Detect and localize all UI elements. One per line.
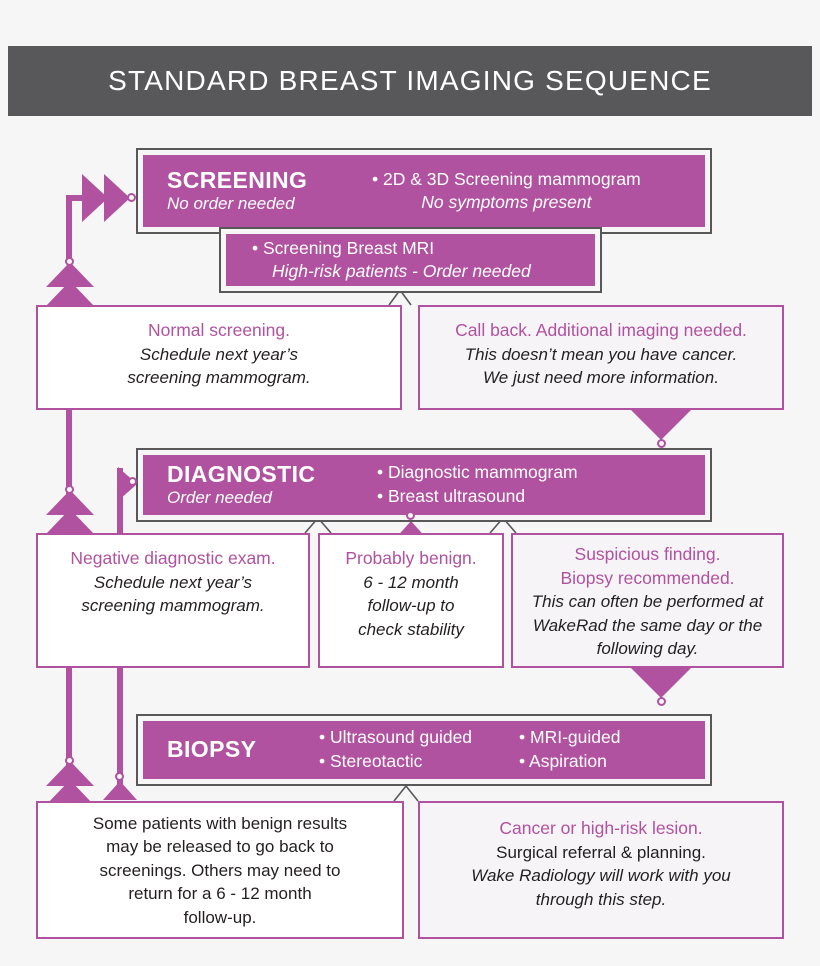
outcome-suspicious-head-0: Suspicious finding. (574, 544, 721, 564)
stage-screening-secondary-box: • Screening Breast MRI High-risk patient… (219, 227, 602, 293)
stage-screening-inner: SCREENING No order needed • 2D & 3D Scre… (143, 155, 705, 227)
page-title: STANDARD BREAST IMAGING SEQUENCE (108, 65, 712, 96)
outcome-probably-benign-line-2: check stability (358, 619, 464, 639)
line-left-rail-upper (66, 410, 72, 528)
arrow-right-to-screening-outer (82, 174, 108, 222)
stage-diagnostic-item-1: • Breast ultrasound (377, 486, 526, 506)
outcome-cancer-high-risk: Cancer or high-risk lesion. Surgical ref… (418, 801, 784, 939)
outcome-benign-results-line-4: follow-up. (183, 907, 257, 927)
connector-knob-diagnostic-entry-top (657, 439, 666, 448)
stage-diagnostic-title-group: DIAGNOSTIC Order needed (167, 460, 377, 508)
line-screening-loop-horizontal (66, 195, 94, 201)
outcome-benign-results-line-0: Some patients with benign results (92, 814, 348, 833)
outcome-negative-diagnostic-line-0: Schedule next year’s (93, 572, 253, 592)
outcome-probably-benign: Probably benign. 6 - 12 month follow-up … (318, 533, 504, 668)
line-screening-loop-vertical (66, 195, 72, 261)
arrow-up-to-screening-loop-inner (46, 262, 94, 287)
arrow-right-to-diagnostic (118, 467, 137, 501)
outcome-suspicious-line-1: WakeRad the same day or the (532, 615, 763, 635)
outcome-suspicious-head-1: Biopsy recommended. (560, 567, 735, 588)
stage-screening-title-group: SCREENING No order needed (167, 166, 372, 214)
stage-screening-item-0-note: No symptoms present (421, 192, 592, 213)
stage-diagnostic-inner: DIAGNOSTIC Order needed • Diagnostic mam… (143, 455, 705, 515)
stage-screening-secondary-bullet: • Screening Breast MRI (252, 237, 435, 258)
outcome-benign-results-line-1: may be released to go back to (106, 837, 334, 857)
stage-biopsy-inner: BIOPSY • Ultrasound guided • Stereotacti… (143, 721, 705, 779)
stage-diagnostic-sub: Order needed (167, 487, 272, 507)
stage-diagnostic-item-0: • Diagnostic mammogram (377, 462, 578, 483)
outcome-negative-diagnostic-line-1: screening mammogram. (81, 596, 265, 616)
stage-biopsy-name: BIOPSY (167, 736, 257, 763)
outcome-probably-benign-line-0: 6 - 12 month (363, 572, 459, 592)
outcome-cancer-line-upright: Surgical referral & planning. (496, 842, 706, 862)
stage-diagnostic-box: DIAGNOSTIC Order needed • Diagnostic mam… (136, 448, 712, 522)
stage-screening-secondary-inner: • Screening Breast MRI High-risk patient… (226, 234, 595, 286)
stage-biopsy-items-col1: • Ultrasound guided • Stereotactic (319, 726, 519, 773)
connector-knob-left-rail-lower (65, 756, 74, 765)
connector-knob-screening-entry (127, 193, 136, 202)
connector-knob-diagnostic-entry-left (128, 477, 137, 486)
outcome-probably-benign-head: Probably benign. (345, 548, 477, 568)
stage-diagnostic-items: • Diagnostic mammogram • Breast ultrasou… (377, 461, 578, 508)
outcome-negative-diagnostic-head: Negative diagnostic exam. (70, 548, 276, 568)
outcome-benign-results: Some patients with benign results may be… (36, 801, 404, 939)
stage-biopsy-item-0: • Ultrasound guided (319, 727, 473, 748)
arrow-up-left-rail-inner (46, 490, 94, 515)
outcome-suspicious-finding: Suspicious finding. Biopsy recommended. … (511, 533, 784, 668)
outcome-normal-screening-head: Normal screening. (148, 320, 290, 340)
stage-biopsy-box: BIOPSY • Ultrasound guided • Stereotacti… (136, 714, 712, 786)
outcome-cancer-line-1: through this step. (535, 889, 667, 909)
stage-biopsy-title-group: BIOPSY (167, 736, 319, 763)
outcome-normal-screening-line-1: screening mammogram. (127, 368, 311, 388)
connector-knob-biopsy-entry-top (657, 697, 666, 706)
arrow-down-to-diagnostic (631, 410, 691, 440)
line-left-rail-lower (66, 668, 72, 782)
line-second-rail (117, 668, 123, 788)
outcome-suspicious-line-2: following day. (596, 639, 699, 659)
outcome-benign-results-line-3: return for a 6 - 12 month (128, 884, 312, 904)
stage-screening-name: SCREENING (167, 166, 308, 193)
stage-biopsy-item-3: • Aspiration (519, 751, 607, 771)
outcome-benign-results-line-2: screenings. Others may need to (99, 860, 341, 880)
outcome-negative-diagnostic: Negative diagnostic exam. Schedule next … (36, 533, 310, 668)
outcome-call-back-head: Call back. Additional imaging needed. (455, 320, 747, 340)
arrow-up-bottom-left-inner (46, 761, 94, 786)
stage-screening-item-0: • 2D & 3D Screening mammogram (372, 168, 641, 189)
arrow-right-to-screening-inner (104, 174, 130, 222)
stage-screening-sub: No order needed (167, 193, 295, 213)
outcome-suspicious-line-0: This can often be performed at (531, 592, 764, 612)
page-title-banner: STANDARD BREAST IMAGING SEQUENCE (8, 46, 812, 116)
stage-biopsy-item-2: • MRI-guided (519, 727, 621, 748)
outcome-normal-screening-line-0: Schedule next year’s (139, 344, 299, 364)
outcome-cancer-line-0: Wake Radiology will work with you (471, 866, 731, 886)
stage-biopsy-items-col2: • MRI-guided • Aspiration (519, 726, 620, 773)
outcome-call-back-line-0: This doesn’t mean you have cancer. (464, 344, 738, 364)
outcome-cancer-head: Cancer or high-risk lesion. (499, 818, 703, 838)
connector-knob-left-rail-upper (65, 485, 74, 494)
stage-screening-secondary-note: High-risk patients - Order needed (272, 261, 531, 282)
outcome-probably-benign-line-1: follow-up to (367, 596, 455, 616)
stage-biopsy-item-1: • Stereotactic (319, 751, 423, 771)
stage-screening-box: SCREENING No order needed • 2D & 3D Scre… (136, 148, 712, 234)
outcome-call-back-line-1: We just need more information. (483, 368, 719, 388)
stage-diagnostic-name: DIAGNOSTIC (167, 460, 316, 487)
arrow-up-bottom-second-rail (103, 781, 137, 800)
outcome-call-back: Call back. Additional imaging needed. Th… (418, 305, 784, 410)
connector-knob-second-rail (115, 772, 124, 781)
connector-knob-screening-loop (65, 257, 74, 266)
connector-knob-diagnostic-center (406, 511, 415, 520)
outcome-normal-screening: Normal screening. Schedule next year’s s… (36, 305, 402, 410)
arrow-down-to-biopsy (631, 668, 691, 698)
stage-screening-items: • 2D & 3D Screening mammogram No symptom… (372, 168, 641, 214)
